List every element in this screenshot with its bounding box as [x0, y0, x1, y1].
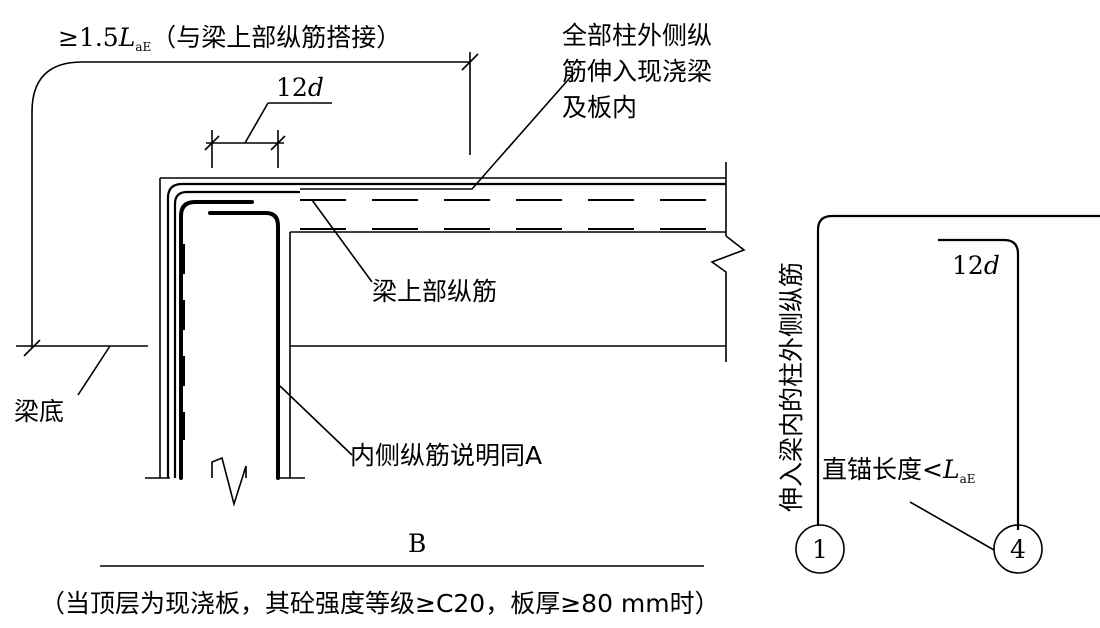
- lap-length-label: ≥1.5LaE（与梁上部纵筋搭接）: [58, 23, 401, 54]
- circle-marker-1: 1: [795, 524, 845, 574]
- column-break-line: [211, 456, 247, 507]
- corner-bar-thick: [179, 200, 254, 480]
- beam-bottom-leader: [77, 345, 111, 396]
- beam-bottom-label: 梁底: [14, 397, 64, 426]
- outer-bars-leader: [300, 71, 576, 190]
- svg-text:4: 4: [1010, 535, 1026, 564]
- lap-length-dimension: [23, 52, 479, 357]
- beam-top-bars-label: 梁上部纵筋: [372, 277, 497, 306]
- outer-column-bar-inner-line: [173, 190, 300, 478]
- detail-bar-1: [816, 214, 1100, 526]
- twelve-d-dimension-top: [204, 102, 332, 168]
- outer-bars-text-line2: 筋伸入现浇梁: [562, 57, 712, 86]
- beam-top-bars-leader: [311, 199, 373, 283]
- inner-bars-leader: [279, 385, 353, 456]
- vertical-label: 伸入梁内的柱外侧纵筋: [777, 262, 806, 512]
- outer-bars-text-line1: 全部柱外侧纵: [562, 21, 712, 50]
- svg-text:1: 1: [812, 535, 828, 564]
- footnote: （当顶层为现浇板，其砼强度等级≥C20，板厚≥80 mm时）: [40, 589, 720, 618]
- inner-bars-label: 内侧纵筋说明同A: [350, 441, 542, 470]
- inner-column-bar-thick: [208, 211, 280, 480]
- column-outline: [145, 177, 726, 479]
- detail-bar-4: [938, 238, 1020, 530]
- straight-anchor-label: 直锚长度<LaE: [822, 455, 975, 486]
- beam-outline: [16, 162, 746, 362]
- twelve-d-label-detail: 12d: [952, 251, 1000, 280]
- circle-marker-4: 4: [993, 524, 1043, 574]
- section-title: B: [408, 529, 426, 558]
- outer-column-bar: [166, 182, 726, 478]
- outer-bars-text-line3: 及板内: [562, 93, 637, 122]
- twelve-d-label-top: 12d: [276, 73, 324, 102]
- straight-anchor-leader: [909, 501, 995, 551]
